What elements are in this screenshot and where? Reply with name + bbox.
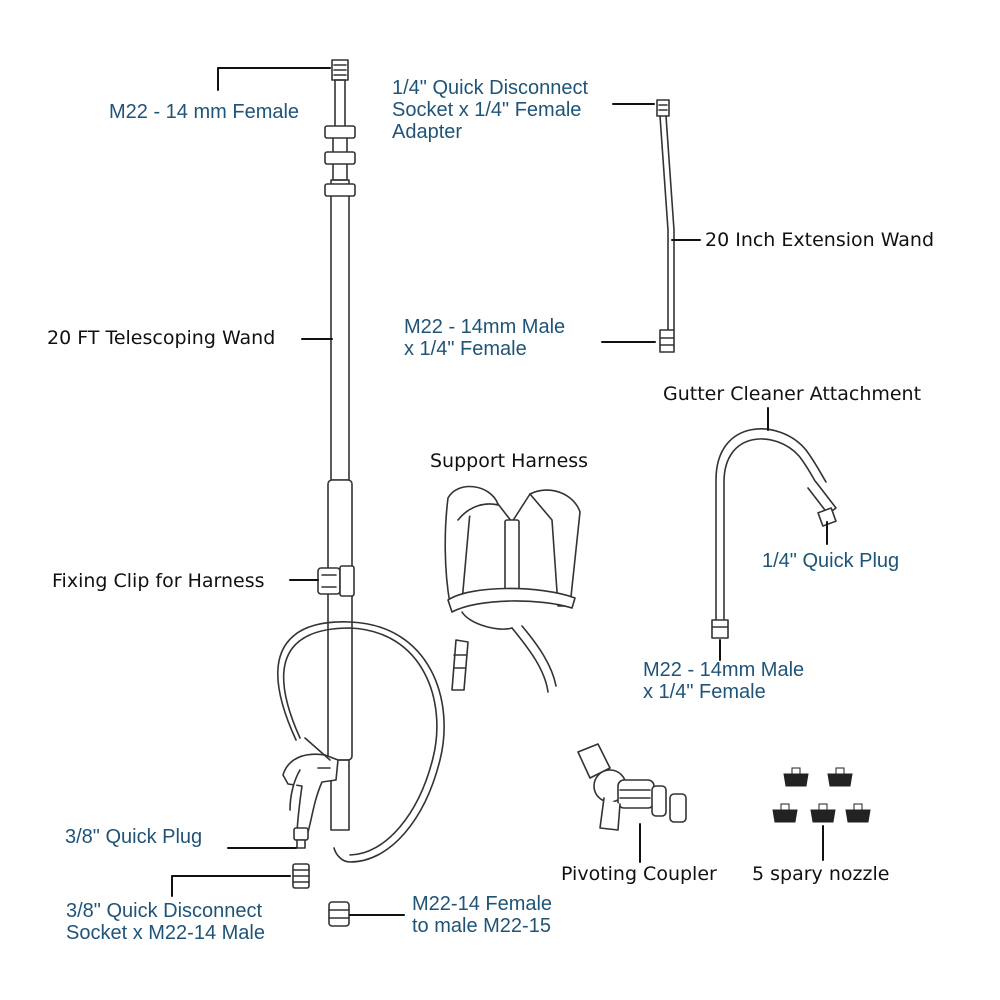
label-support-harness: Support Harness [430, 450, 589, 472]
label-m22-14mm-female: M22 - 14 mm Female [109, 101, 300, 123]
label-quick-disconnect-socket: 1/4" Quick Disconnect Socket x 1/4" Fema… [392, 77, 589, 143]
label-m22-male-wand: M22 - 14mm Male x 1/4" Female [404, 316, 566, 360]
label-telescoping-wand: 20 FT Telescoping Wand [47, 327, 276, 349]
socket-fitting [292, 863, 310, 889]
label-extension-wand: 20 Inch Extension Wand [705, 229, 935, 251]
label-gutter-cleaner: Gutter Cleaner Attachment [663, 383, 922, 405]
nozzle-set [772, 767, 871, 823]
label-pivoting-coupler: Pivoting Coupler [561, 863, 717, 885]
label-m22-14-to-15: M22-14 Female to male M22-15 [412, 893, 553, 937]
gutter-cleaner [711, 428, 837, 639]
label-three-eighths-quick-plug: 3/8" Quick Plug [65, 826, 203, 848]
nozzle-2 [827, 767, 853, 787]
leader-lines [171, 67, 828, 916]
hose [277, 621, 445, 863]
nozzle-3 [772, 803, 798, 823]
label-fixing-clip: Fixing Clip for Harness [52, 570, 265, 592]
support-harness [444, 485, 581, 693]
label-three-eighths-socket: 3/8" Quick Disconnect Socket x M22-14 Ma… [66, 900, 265, 944]
nozzle-4 [810, 803, 836, 823]
label-m22-male-gutter: M22 - 14mm Male x 1/4" Female [643, 659, 805, 703]
telescoping-wand [317, 59, 356, 831]
label-nozzles: 5 spary nozzle [752, 863, 890, 885]
pivoting-coupler [577, 743, 687, 831]
spray-gun [282, 737, 339, 849]
label-quarter-quick-plug: 1/4" Quick Plug [762, 550, 900, 572]
nozzle-1 [783, 767, 809, 787]
extension-wand [656, 99, 675, 353]
adapter-fitting [328, 901, 350, 927]
nozzle-5 [845, 803, 871, 823]
